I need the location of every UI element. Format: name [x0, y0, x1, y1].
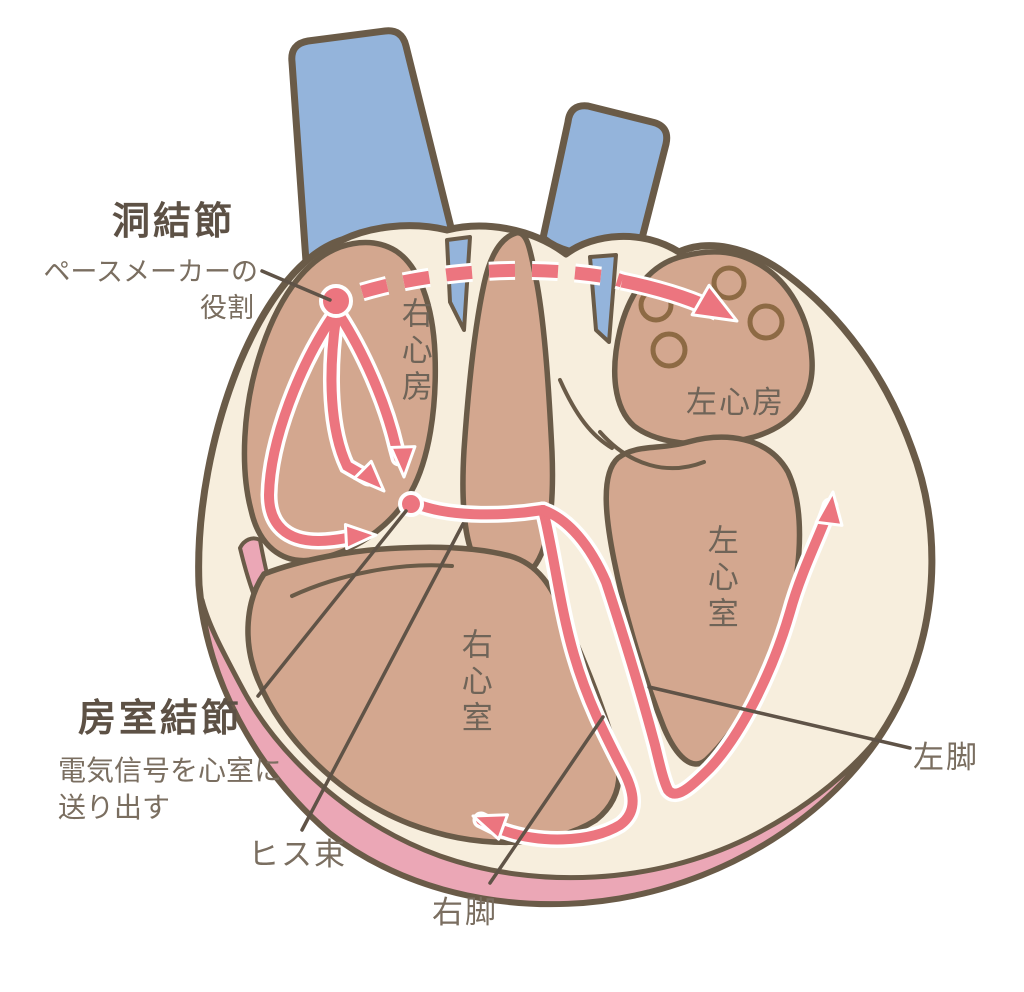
- right-ventricle-label: 右心室: [455, 628, 492, 738]
- tricuspid-valve-line: [290, 563, 454, 598]
- his-bundle-path: [417, 501, 548, 520]
- sa-node-title: 洞結節: [112, 199, 236, 243]
- arrowhead-internodal-right: [389, 445, 417, 479]
- pulmonary-vessel: [539, 102, 671, 260]
- mitral-valve-line: [598, 430, 706, 470]
- pulmonary-vein-ring: [711, 265, 747, 301]
- pointer-line-av-node: [256, 509, 408, 698]
- left-bundle-label: 左脚: [913, 740, 979, 776]
- right-atrium-label: 右心房: [395, 297, 432, 407]
- sa-node-marker: [319, 284, 353, 318]
- sa-node-desc-line2: 役割: [200, 293, 254, 324]
- right-bundle-label: 右脚: [432, 895, 498, 931]
- pointer-line-right-bundle: [488, 715, 605, 885]
- arrowhead-right-bundle: [471, 813, 510, 841]
- left-bundle-path: [538, 501, 835, 799]
- arrowhead-bachmann: [690, 283, 739, 323]
- pointer-line-his-bundle: [300, 522, 465, 832]
- arrowhead-left-bundle: [814, 490, 844, 527]
- pulmonary-vein-ring: [650, 331, 688, 369]
- pulmonary-vein-ring: [747, 303, 785, 341]
- conduction-system: [260, 260, 844, 848]
- internodal-path-right: [335, 311, 404, 463]
- av-node-desc-line1: 電気信号を心室に: [58, 754, 283, 787]
- av-node-title: 房室結節: [78, 696, 243, 740]
- pointer-line-sa-node: [260, 269, 332, 302]
- pointer-lines: [256, 269, 912, 885]
- internodal-path-middle: [326, 313, 373, 483]
- his-bundle-label: ヒス束: [248, 837, 347, 873]
- right-bundle-path: [476, 505, 638, 845]
- sa-node-desc-line1: ペースメーカーの: [43, 257, 258, 288]
- left-ventricle-label: 左心室: [701, 524, 738, 634]
- left-atrium-label: 左心房: [686, 385, 785, 421]
- internodal-path-left: [263, 311, 357, 547]
- arrowhead-internodal-middle: [352, 459, 386, 493]
- arrowhead-internodal-left: [343, 523, 378, 551]
- bachmann-dashed-path: [360, 263, 625, 299]
- mitral-valve-line-2: [558, 378, 614, 450]
- av-node-desc-line2: 送り出す: [58, 791, 171, 824]
- pointer-line-left-bundle: [647, 685, 912, 750]
